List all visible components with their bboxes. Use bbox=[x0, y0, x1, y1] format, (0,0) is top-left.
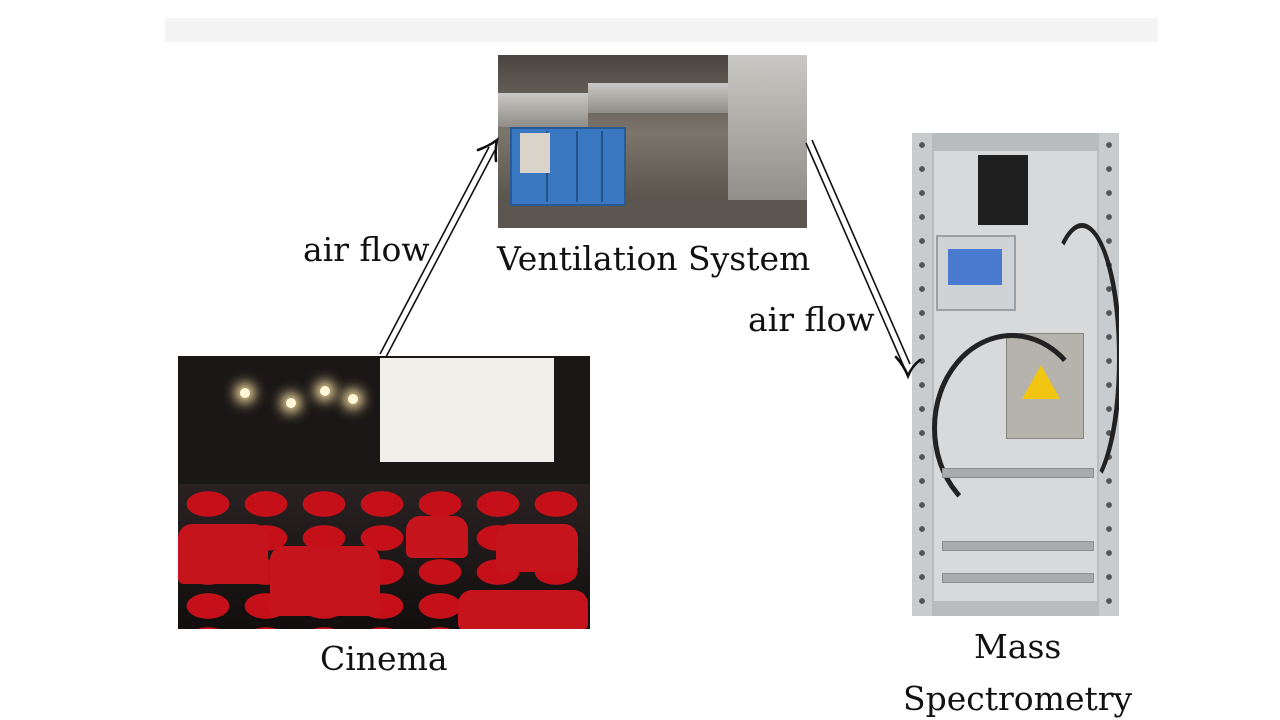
mass-label-line1: Mass bbox=[974, 627, 1062, 666]
duct-right bbox=[728, 55, 807, 205]
rack-rail-left bbox=[912, 133, 932, 616]
seat bbox=[496, 524, 578, 572]
electronics-module bbox=[978, 155, 1028, 225]
airflow-label-right: air flow bbox=[748, 300, 875, 339]
mass-spectrometry-image bbox=[912, 133, 1119, 616]
instrument-display bbox=[936, 235, 1016, 311]
seat bbox=[458, 590, 588, 629]
cable bbox=[932, 333, 1092, 523]
mass-label-line2: Spectrometry bbox=[903, 679, 1133, 718]
shelf bbox=[942, 573, 1094, 583]
ventilation-label: Ventilation System bbox=[497, 239, 811, 278]
seat bbox=[270, 546, 380, 616]
lamp bbox=[240, 388, 250, 398]
shelf bbox=[942, 541, 1094, 551]
top-bar bbox=[165, 18, 1158, 42]
shelf bbox=[942, 468, 1094, 478]
control-panel bbox=[520, 133, 550, 173]
ventilation-system-image bbox=[498, 55, 807, 228]
airflow-arrow-left bbox=[379, 136, 499, 358]
lamp bbox=[348, 394, 358, 404]
cinema-label: Cinema bbox=[320, 639, 448, 678]
airflow-label-left: air flow bbox=[303, 230, 430, 269]
lamp bbox=[320, 386, 330, 396]
seat bbox=[406, 516, 468, 558]
duct-left bbox=[498, 93, 588, 127]
lamp bbox=[286, 398, 296, 408]
cinema-image bbox=[178, 356, 590, 629]
cinema-screen bbox=[380, 358, 554, 462]
seat bbox=[178, 524, 268, 584]
airflow-arrow-right bbox=[805, 139, 922, 380]
cable bbox=[1042, 223, 1119, 493]
